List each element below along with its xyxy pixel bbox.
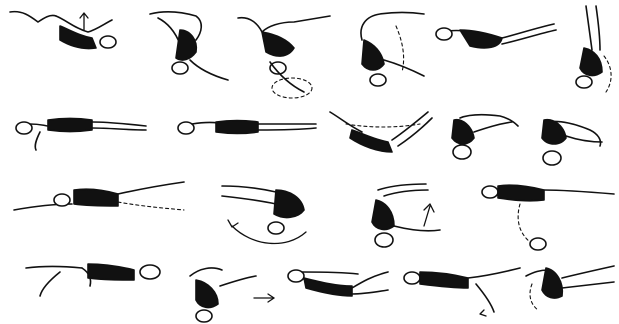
figure-back-layout-leg-raise bbox=[288, 270, 388, 296]
figure-v-sit-back-dip bbox=[330, 112, 432, 152]
figure-vertical-rise bbox=[372, 184, 440, 247]
figure-front-pike-descend bbox=[190, 268, 274, 322]
figure-ballet-leg bbox=[526, 266, 614, 310]
figure-back-layout-knee-lift bbox=[26, 264, 160, 296]
figure-front-layout-split bbox=[482, 185, 614, 250]
figure-front-pike-leg-extension bbox=[436, 24, 556, 48]
figure-front-layout-kick bbox=[178, 121, 316, 135]
figure-vertical-inverted bbox=[576, 6, 611, 92]
figure-front-layout bbox=[16, 119, 146, 151]
figure-front-layout-leg-sweep bbox=[14, 182, 184, 210]
figure-tuck-back bbox=[542, 120, 602, 165]
figure-tight-pike-front bbox=[452, 115, 518, 159]
figure-vertical-split-entry bbox=[361, 13, 424, 87]
figure-flamingo-position bbox=[404, 268, 520, 316]
figure-circular-pike bbox=[222, 186, 306, 243]
figure-back-layout-knees-bent bbox=[10, 12, 116, 49]
figure-back-pike-kick bbox=[238, 16, 330, 98]
figure-tuck-rotation bbox=[150, 12, 228, 80]
